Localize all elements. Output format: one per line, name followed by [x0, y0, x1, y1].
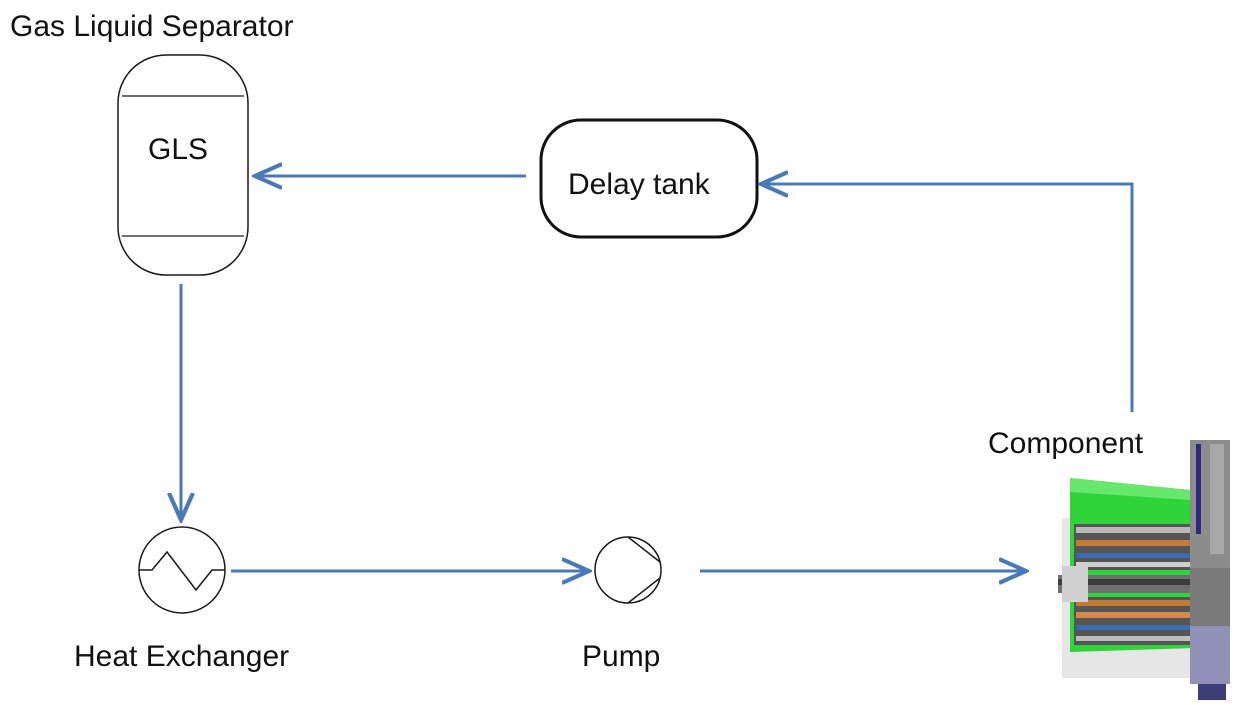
- delay-tank-label: Delay tank: [568, 168, 710, 201]
- heat-exchanger-label: Heat Exchanger: [74, 640, 290, 673]
- gls-label: GLS: [148, 133, 209, 166]
- component-image: [1058, 440, 1230, 700]
- heat-exchanger-icon: [138, 526, 226, 614]
- gas-liquid-separator-label: Gas Liquid Separator: [10, 10, 294, 43]
- flow-arrows: [181, 176, 1134, 571]
- arrow-component-to-delay: [764, 184, 1134, 412]
- delay-tank-vessel: [539, 118, 759, 239]
- pump-icon: [594, 536, 662, 604]
- component-label: Component: [988, 427, 1144, 460]
- gls-vessel: [117, 54, 249, 276]
- pump-label: Pump: [582, 640, 661, 673]
